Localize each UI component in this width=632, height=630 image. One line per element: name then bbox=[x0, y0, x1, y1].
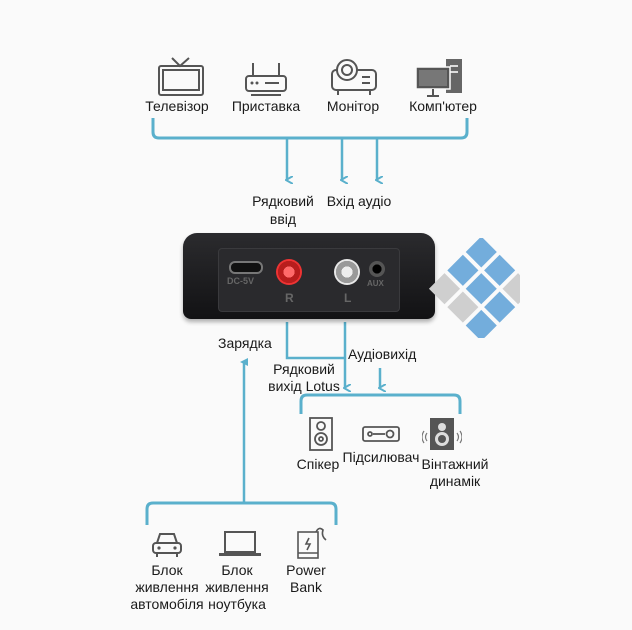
source-label-settop: Приставка bbox=[231, 98, 301, 114]
watermark-logo bbox=[428, 238, 520, 338]
computer-icon bbox=[415, 59, 462, 97]
target-label-amplifier: Підсилювач bbox=[342, 449, 420, 465]
amplifier-icon bbox=[362, 426, 400, 442]
line-in-label-2: ввід bbox=[269, 211, 297, 227]
source-label-tv: Телевізор bbox=[145, 98, 209, 114]
target-label-speaker: Спікер bbox=[296, 456, 340, 472]
rca-output-line bbox=[285, 322, 345, 388]
router-icon bbox=[245, 63, 287, 96]
rca-right-label: R bbox=[285, 291, 294, 305]
rca-left-label: L bbox=[344, 291, 352, 305]
charging-label: Зарядка bbox=[218, 335, 272, 351]
power-label-laptop-3: ноутбука bbox=[208, 596, 266, 612]
car-icon bbox=[152, 533, 182, 557]
power-label-car-2: живлення bbox=[135, 579, 199, 595]
lotus-out-label-1: Рядковий bbox=[273, 361, 335, 377]
power-label-laptop-2: живлення bbox=[205, 579, 269, 595]
power-label-car-1: Блок bbox=[151, 562, 183, 578]
lotus-out-label-2: вихід Lotus bbox=[268, 378, 340, 394]
power-bank-icon bbox=[297, 527, 327, 559]
projector-icon bbox=[331, 59, 377, 95]
bluetooth-receiver-device: DC-5V R L AUX bbox=[183, 233, 435, 319]
power-label-car-3: автомобіля bbox=[130, 596, 204, 612]
rca-left-jack bbox=[334, 259, 360, 285]
dc-label: DC-5V bbox=[227, 276, 255, 286]
power-label-bank-2: Bank bbox=[290, 579, 322, 595]
sources-bracket bbox=[151, 118, 469, 140]
power-label-laptop-1: Блок bbox=[221, 562, 253, 578]
source-label-monitor: Монітор bbox=[326, 98, 380, 114]
target-label-vintage-2: динамік bbox=[429, 473, 481, 489]
laptop-icon bbox=[219, 531, 261, 556]
power-label-bank-1: Power bbox=[286, 562, 326, 578]
rca-right-jack bbox=[276, 259, 302, 285]
aux-label: AUX bbox=[367, 279, 384, 288]
power-bracket bbox=[145, 501, 338, 525]
vintage-speaker-icon bbox=[422, 418, 462, 450]
audio-in-label: Вхід аудіо bbox=[326, 193, 392, 209]
speaker-icon bbox=[309, 417, 333, 451]
usb-c-port bbox=[229, 261, 263, 274]
port-panel: DC-5V R L AUX bbox=[218, 248, 400, 312]
source-label-computer: Комп'ютер bbox=[409, 98, 477, 114]
audio-out-label: Аудіовихід bbox=[348, 346, 417, 362]
tv-icon bbox=[158, 57, 204, 96]
line-in-label-1: Рядковий bbox=[252, 193, 314, 209]
outputs-bracket bbox=[299, 393, 462, 414]
target-label-vintage-1: Вінтажний bbox=[421, 456, 489, 472]
aux-jack bbox=[369, 261, 385, 277]
